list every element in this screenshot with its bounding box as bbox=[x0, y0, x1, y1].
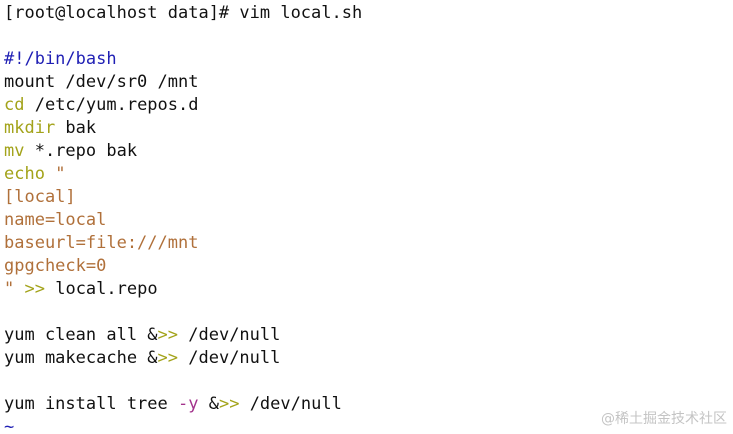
watermark-text: @稀土掘金技术社区 bbox=[601, 411, 727, 427]
code-token-operator: >> bbox=[218, 394, 240, 414]
code-line: mount /dev/sr0 /mnt bbox=[4, 71, 362, 94]
code-token-string: " bbox=[4, 279, 15, 299]
code-token-string: name=local bbox=[4, 210, 107, 230]
code-line: yum makecache &>> /dev/null bbox=[4, 347, 362, 370]
code-token-default: /dev/null bbox=[239, 394, 342, 414]
code-token-default: [root@localhost data]# vim local.sh bbox=[4, 3, 363, 23]
shell-prompt-line: [root@localhost data]# vim local.sh bbox=[4, 2, 362, 25]
code-token-shebang: #!/bin/bash bbox=[4, 49, 117, 69]
code-line bbox=[4, 301, 362, 324]
code-token-option: -y bbox=[178, 394, 199, 414]
code-token-default: /etc/yum.repos.d bbox=[24, 95, 199, 115]
code-line: gpgcheck=0 bbox=[4, 255, 362, 278]
code-line: baseurl=file:///mnt bbox=[4, 232, 362, 255]
code-token-default: *.repo bak bbox=[24, 141, 138, 161]
code-token-default: local.repo bbox=[44, 279, 158, 299]
code-line: #!/bin/bash bbox=[4, 48, 362, 71]
code-token-default: yum install tree bbox=[4, 394, 178, 414]
code-line: cd /etc/yum.repos.d bbox=[4, 94, 362, 117]
code-token-default: bak bbox=[55, 118, 97, 138]
code-line: [local] bbox=[4, 186, 362, 209]
code-line: " >> local.repo bbox=[4, 278, 362, 301]
code-token-operator: >> bbox=[157, 325, 179, 345]
code-token-default: mount /dev/sr0 /mnt bbox=[4, 72, 199, 92]
code-token-default: & bbox=[198, 394, 219, 414]
vim-empty-line-marker: ~ bbox=[4, 416, 362, 434]
code-line: mv *.repo bak bbox=[4, 140, 362, 163]
code-line bbox=[4, 25, 362, 48]
code-token-string: " bbox=[44, 164, 66, 184]
code-token-string: baseurl=file:///mnt bbox=[4, 233, 199, 253]
code-token-operator: >> bbox=[157, 348, 179, 368]
code-token-default: yum clean all & bbox=[4, 325, 158, 345]
code-token-string: gpgcheck=0 bbox=[4, 256, 107, 276]
vim-editor-buffer[interactable]: [root@localhost data]# vim local.sh #!/b… bbox=[4, 2, 362, 434]
code-token-operator: >> bbox=[24, 279, 45, 299]
code-token-default bbox=[14, 279, 24, 299]
code-token-default: /dev/null bbox=[178, 348, 281, 368]
code-token-command: mv bbox=[4, 141, 25, 161]
code-token-command: cd bbox=[4, 95, 25, 115]
code-line bbox=[4, 370, 362, 393]
code-token-command: echo bbox=[4, 164, 45, 184]
code-token-command: mkdir bbox=[4, 118, 56, 138]
code-line: yum clean all &>> /dev/null bbox=[4, 324, 362, 347]
code-line: echo " bbox=[4, 163, 362, 186]
code-token-default: yum makecache & bbox=[4, 348, 158, 368]
code-line: name=local bbox=[4, 209, 362, 232]
code-token-string: [local] bbox=[4, 187, 76, 207]
code-line: yum install tree -y &>> /dev/null bbox=[4, 393, 362, 416]
code-token-default: /dev/null bbox=[178, 325, 281, 345]
code-token-tilde: ~ bbox=[4, 417, 15, 434]
code-line: mkdir bak bbox=[4, 117, 362, 140]
